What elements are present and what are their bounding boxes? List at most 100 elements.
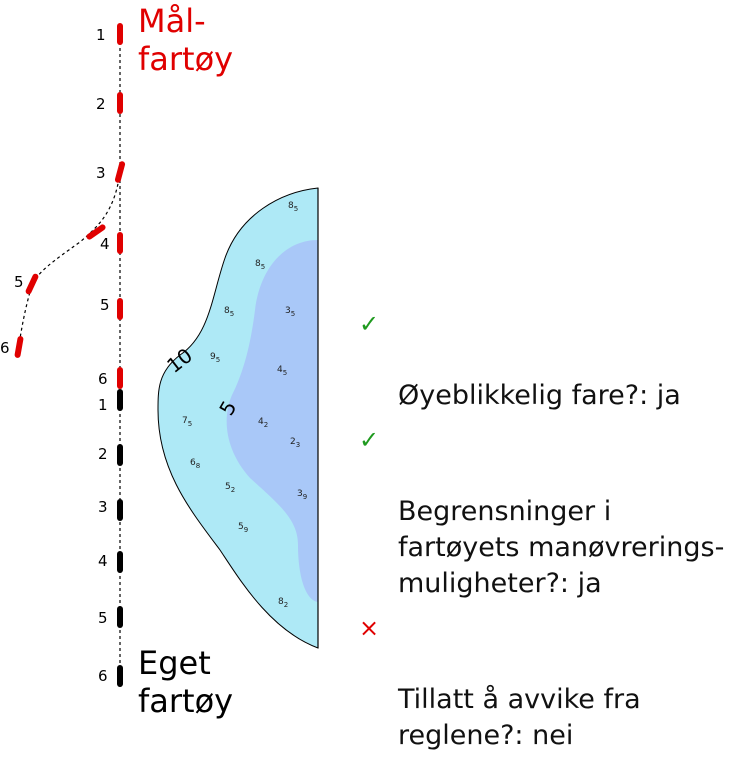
target-vessel-alt-positions: 56 xyxy=(0,224,106,358)
sounding-depth: 6 xyxy=(190,458,196,468)
vessel-marker xyxy=(117,367,123,389)
target-vessel-label: Mål- fartøy xyxy=(138,2,234,78)
vessel-marker xyxy=(117,444,123,466)
sounding: 95 xyxy=(210,352,220,364)
sounding: 39 xyxy=(297,489,307,501)
sounding-decimal: 3 xyxy=(296,441,300,449)
target-alt-track-line xyxy=(18,171,121,346)
sounding-decimal: 5 xyxy=(216,356,220,364)
position-number: 1 xyxy=(98,396,108,414)
sounding-decimal: 9 xyxy=(303,493,307,501)
sounding-decimal: 5 xyxy=(294,205,298,213)
sounding-depth: 8 xyxy=(288,201,294,211)
checklist-item-deviate-rules: × Tillatt å avvike fra reglene?: nei xyxy=(354,610,754,754)
own-vessel-3: 3 xyxy=(98,498,123,521)
own-vessel-2: 2 xyxy=(98,444,123,466)
sounding-depth: 4 xyxy=(277,365,283,375)
position-number: 5 xyxy=(98,609,108,627)
own-vessel-4: 4 xyxy=(98,551,123,573)
position-number: 4 xyxy=(98,552,108,570)
sounding-depth: 8 xyxy=(224,306,230,316)
own-vessel-positions: 1 2 3 4 5 6 xyxy=(98,389,123,687)
sounding: 75 xyxy=(182,416,192,428)
own-vessel-label: Eget fartøy xyxy=(138,644,234,720)
sounding-decimal: 2 xyxy=(264,421,268,429)
position-number: 6 xyxy=(0,339,10,357)
checklist-item-text: Tillatt å avvike fra reglene?: nei xyxy=(398,684,641,751)
target-vessel-alt-turn-marker xyxy=(86,224,106,240)
vessel-marker xyxy=(14,336,24,358)
vessel-marker xyxy=(117,389,123,411)
checklist-item-text: Begrensninger i fartøyets manøvrerings- … xyxy=(398,496,725,599)
position-number: 6 xyxy=(98,370,108,388)
vessel-marker xyxy=(117,92,123,114)
target-vessel-5: 5 xyxy=(100,296,123,320)
target-vessel-1: 1 xyxy=(96,23,123,45)
sounding-decimal: 8 xyxy=(196,462,200,470)
sounding: 59 xyxy=(238,522,248,534)
position-number: 3 xyxy=(96,164,106,182)
checklist-item-text: Øyeblikkelig fare?: ja xyxy=(398,380,681,411)
sounding-depth: 5 xyxy=(225,482,231,492)
vessel-marker xyxy=(117,606,123,628)
own-vessel-6: 6 xyxy=(98,665,123,687)
sounding-decimal: 5 xyxy=(188,420,192,428)
target-vessel-4: 4 xyxy=(100,232,123,254)
target-vessel-3: 3 xyxy=(96,161,126,183)
checkmark-icon: ✓ xyxy=(358,426,380,454)
sounding-depth: 7 xyxy=(182,416,188,426)
own-vessel-5: 5 xyxy=(98,606,123,628)
sounding-decimal: 2 xyxy=(284,601,288,609)
sounding: 23 xyxy=(290,437,300,449)
sounding: 45 xyxy=(277,365,287,377)
vessel-marker xyxy=(117,232,123,254)
target-vessel-alt-6: 6 xyxy=(0,336,24,358)
position-number: 2 xyxy=(98,445,108,463)
sounding-depth: 4 xyxy=(258,417,264,427)
sounding-decimal: 5 xyxy=(291,310,295,318)
sounding-depth: 2 xyxy=(290,437,296,447)
sounding-depth: 8 xyxy=(255,259,261,269)
sounding-depth: 3 xyxy=(297,489,303,499)
position-number: 2 xyxy=(96,95,106,113)
sounding-decimal: 9 xyxy=(244,526,248,534)
target-vessel-6: 6 xyxy=(98,367,123,389)
cross-icon: × xyxy=(358,614,380,642)
checklist-item-maneuver-limits: ✓ Begrensninger i fartøyets manøvrerings… xyxy=(354,422,754,602)
checklist-item-immediate-danger: ✓ Øyeblikkelig fare?: ja xyxy=(354,306,754,414)
position-number: 5 xyxy=(100,296,110,314)
checkmark-icon: ✓ xyxy=(358,310,380,338)
sounding-depth: 8 xyxy=(278,597,284,607)
vessel-marker xyxy=(25,273,39,295)
vessel-marker xyxy=(117,665,123,687)
sounding: 52 xyxy=(225,482,235,494)
vessel-marker xyxy=(117,23,123,45)
sounding-decimal: 2 xyxy=(231,486,235,494)
position-number: 4 xyxy=(100,235,110,253)
sounding-depth: 9 xyxy=(210,352,216,362)
sounding: 42 xyxy=(258,417,268,429)
position-number: 5 xyxy=(14,273,24,291)
sounding: 85 xyxy=(224,306,234,318)
sounding: 85 xyxy=(255,259,265,271)
vessel-marker xyxy=(117,499,123,521)
sounding: 35 xyxy=(285,306,295,318)
sounding: 85 xyxy=(288,201,298,213)
deep-water-area xyxy=(226,240,318,602)
vessel-marker xyxy=(117,298,123,320)
sounding-depth: 3 xyxy=(285,306,291,316)
own-vessel-1: 1 xyxy=(98,389,123,414)
sounding-depth: 5 xyxy=(238,522,244,532)
position-number: 3 xyxy=(98,498,108,516)
target-vessel-2: 2 xyxy=(96,92,123,114)
target-vessel-alt-5: 5 xyxy=(14,273,39,295)
sounding-decimal: 5 xyxy=(230,310,234,318)
target-vessel-positions: 1 2 3 4 5 6 xyxy=(96,23,126,389)
sounding: 68 xyxy=(190,458,200,470)
shallow-water-outline xyxy=(157,187,319,649)
sounding-decimal: 5 xyxy=(283,369,287,377)
position-number: 1 xyxy=(96,26,106,44)
